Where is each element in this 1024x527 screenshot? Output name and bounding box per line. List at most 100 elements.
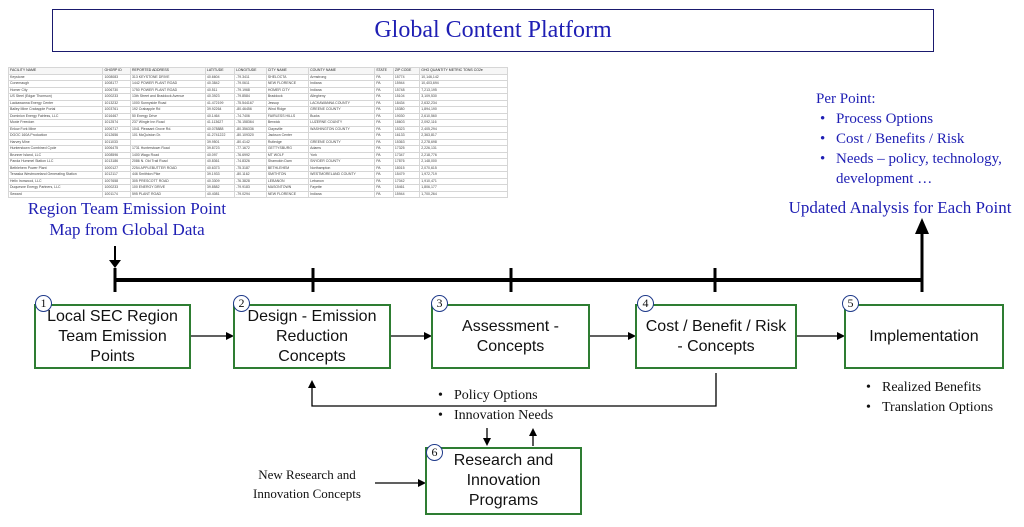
table-cell: Braddock xyxy=(265,93,310,101)
implementation-item: Realized Benefits xyxy=(866,378,993,398)
stage-label: Local SEC Region Team Emission Points xyxy=(47,307,178,365)
stage-number-2: 2 xyxy=(233,295,250,312)
table-header-cell: LATITUDE xyxy=(204,67,236,75)
table-cell: 1,894,190 xyxy=(419,106,508,114)
output-arrowhead xyxy=(915,218,929,234)
table-cell: 1000233 xyxy=(102,93,131,101)
feedback-item: Innovation Needs xyxy=(438,406,553,426)
table-cell: 2,092,116 xyxy=(419,119,508,127)
table-cell: 40.6604 xyxy=(204,73,236,81)
table-cell: Bucks xyxy=(308,112,376,120)
table-cell: 2,610,560 xyxy=(419,112,508,120)
table-cell: 15380 xyxy=(392,106,421,114)
table-cell: 15944 xyxy=(392,190,421,198)
table-cell: 15944 xyxy=(392,80,421,88)
table-cell: 1006730 xyxy=(102,86,131,94)
table-cell: 7,213,195 xyxy=(419,86,508,94)
per-point-item: Cost / Benefits / Risk xyxy=(820,129,1021,149)
table-cell: Indiana xyxy=(308,80,376,88)
stage-box-implementation: Implementation xyxy=(844,304,1004,369)
table-cell: Allegheny xyxy=(308,93,376,101)
table-cell: 18603 xyxy=(392,119,421,127)
table-cell: 40.3842 xyxy=(204,80,236,88)
table-cell: Indiana xyxy=(308,86,376,94)
stage-number-3: 3 xyxy=(431,295,448,312)
table-cell: Berwick xyxy=(265,119,310,127)
table-cell: 40.3923 xyxy=(204,93,236,101)
stage-label: Cost / Benefit / Risk - Concepts xyxy=(645,317,787,355)
stage-label: Design - Emission Reduction Concepts xyxy=(247,307,377,365)
per-point-item: Process Options xyxy=(820,109,1021,129)
table-cell: 15104 xyxy=(392,93,421,101)
table-cell: 2,632,234 xyxy=(419,99,508,107)
table-cell: 41.113627 xyxy=(204,119,236,127)
new-research-caption: New Research and Innovation Concepts xyxy=(240,465,374,503)
feedback-item: Policy Options xyxy=(438,386,553,406)
stage-box-research: Research and Innovation Programs xyxy=(425,447,582,515)
table-cell: LACKAWANNA COUNTY xyxy=(308,99,376,107)
table-cell: 41.472199 xyxy=(204,99,236,107)
per-point-panel: Per Point: Process Options Cost / Benefi… xyxy=(816,89,1021,189)
table-cell: Jessup xyxy=(265,99,310,107)
table-cell: 10,403,694 xyxy=(419,80,508,88)
table-cell: 18434 xyxy=(392,99,421,107)
table-cell: 19030 xyxy=(392,112,421,120)
table-cell: 40.511 xyxy=(204,86,236,94)
table-cell: 1012574 xyxy=(102,119,131,127)
stage-box-design: Design - Emission Reduction Concepts xyxy=(233,304,391,369)
table-cell: GREENE COUNTY xyxy=(308,106,376,114)
caption-line: Innovation Concepts xyxy=(253,486,361,501)
table-cell: NEW FLORENCE xyxy=(265,80,310,88)
table-header-cell: COUNTY NAME xyxy=(308,67,376,75)
table-cell: FAIRLESS HILLS xyxy=(265,112,310,120)
caption-line: New Research and xyxy=(258,467,356,482)
per-point-heading: Per Point: xyxy=(816,91,876,107)
stage-number-5: 5 xyxy=(842,295,859,312)
stage-box-local-sec: Local SEC Region Team Emission Points xyxy=(34,304,191,369)
title-box: Global Content Platform xyxy=(52,9,934,52)
table-header-cell: GHG QUANTITY METRIC TONS CO2e xyxy=(419,67,508,75)
implementation-item: Translation Options xyxy=(866,398,993,418)
caption-line: Region Team Emission Point xyxy=(27,199,227,218)
stage-label: Implementation xyxy=(869,327,979,345)
table-cell: HOMER CITY xyxy=(265,86,310,94)
table-cell: 1008083 xyxy=(102,73,131,81)
table-cell: 1,700,264 xyxy=(419,190,508,198)
table-cell: 1001174 xyxy=(102,190,131,198)
stage-label: Assessment - Concepts xyxy=(462,317,559,355)
data-input-arrowhead xyxy=(109,260,121,268)
table-cell: Indiana xyxy=(308,190,376,198)
per-point-item: Needs – policy, technology, development … xyxy=(820,149,1021,189)
stage-box-assessment: Assessment - Concepts xyxy=(431,304,590,369)
caption-line: Map from Global Data xyxy=(49,220,205,239)
table-cell: NEW FLORENCE xyxy=(265,190,310,198)
table-cell: 10,146,142 xyxy=(419,73,508,81)
stage-number-1: 1 xyxy=(35,295,52,312)
table-cell: 15748 xyxy=(392,86,421,94)
table-cell: 1003761 xyxy=(102,106,131,114)
stage-label: Research and Innovation Programs xyxy=(453,452,554,509)
table-header-cell: CITY NAME xyxy=(265,67,310,75)
page-title: Global Content Platform xyxy=(374,17,612,43)
table-header-cell: ZIP CODE xyxy=(392,67,421,75)
table-cell: 40.4081 xyxy=(204,190,236,198)
implementation-list: Realized Benefits Translation Options xyxy=(866,378,993,418)
table-cell: Wind Ridge xyxy=(265,106,310,114)
table-cell: Armstrong xyxy=(308,73,376,81)
table-cell: 3,109,530 xyxy=(419,93,508,101)
table-cell: 15774 xyxy=(392,73,421,81)
table-header-cell: GHGRP ID xyxy=(102,67,131,75)
